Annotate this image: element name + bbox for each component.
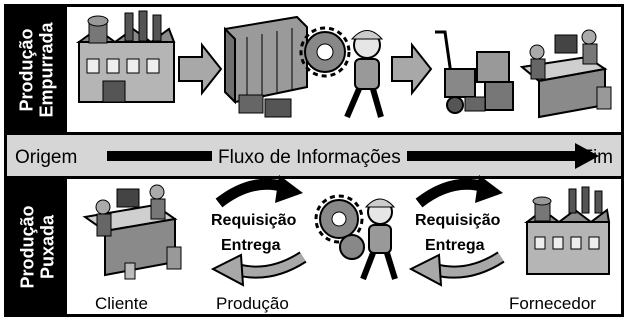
diagram-artwork bbox=[75, 10, 612, 287]
delivery-arrow-right-head bbox=[408, 253, 443, 287]
push-section-label: Produção Empurrada bbox=[7, 7, 67, 132]
push-arrow-2 bbox=[391, 42, 433, 96]
flow-label: Fluxo de Informações bbox=[212, 147, 407, 169]
push-arrow-1 bbox=[178, 42, 223, 96]
supplier-label: Fornecedor bbox=[509, 294, 596, 313]
requisition-label-left: Requisição bbox=[211, 212, 297, 229]
requisition-label-right: Requisição bbox=[415, 212, 501, 229]
flow-start-label: Origem bbox=[15, 147, 78, 168]
office-desk-icon bbox=[519, 29, 612, 119]
requisition-arrow-left-head bbox=[275, 175, 303, 203]
pull-worker-with-gear-icon bbox=[314, 194, 398, 281]
requisition-arrow-left bbox=[215, 178, 287, 208]
flow-end-label: Fim bbox=[581, 147, 613, 168]
diagram-frame: Produção Empurrada Produção Puxada Orige… bbox=[4, 4, 624, 317]
shipping-container-icon bbox=[224, 15, 308, 118]
delivery-label-right: Entrega bbox=[425, 237, 485, 254]
requisition-arrow-right bbox=[415, 178, 487, 208]
factory-icon bbox=[75, 10, 176, 103]
delivery-arrow-left-head bbox=[210, 253, 245, 287]
hand-truck-boxes-icon bbox=[435, 30, 514, 114]
information-flow-band: Origem Fluxo de Informações Fim bbox=[7, 132, 621, 179]
worker-with-gear-icon bbox=[299, 26, 384, 119]
client-label: Cliente bbox=[95, 294, 148, 313]
production-label: Produção bbox=[216, 294, 289, 313]
requisition-arrow-right-head bbox=[475, 175, 503, 203]
pull-section-label: Produção Puxada bbox=[7, 179, 67, 314]
supplier-factory-icon bbox=[524, 186, 611, 275]
delivery-label-left: Entrega bbox=[221, 237, 281, 254]
client-office-icon bbox=[82, 184, 182, 280]
